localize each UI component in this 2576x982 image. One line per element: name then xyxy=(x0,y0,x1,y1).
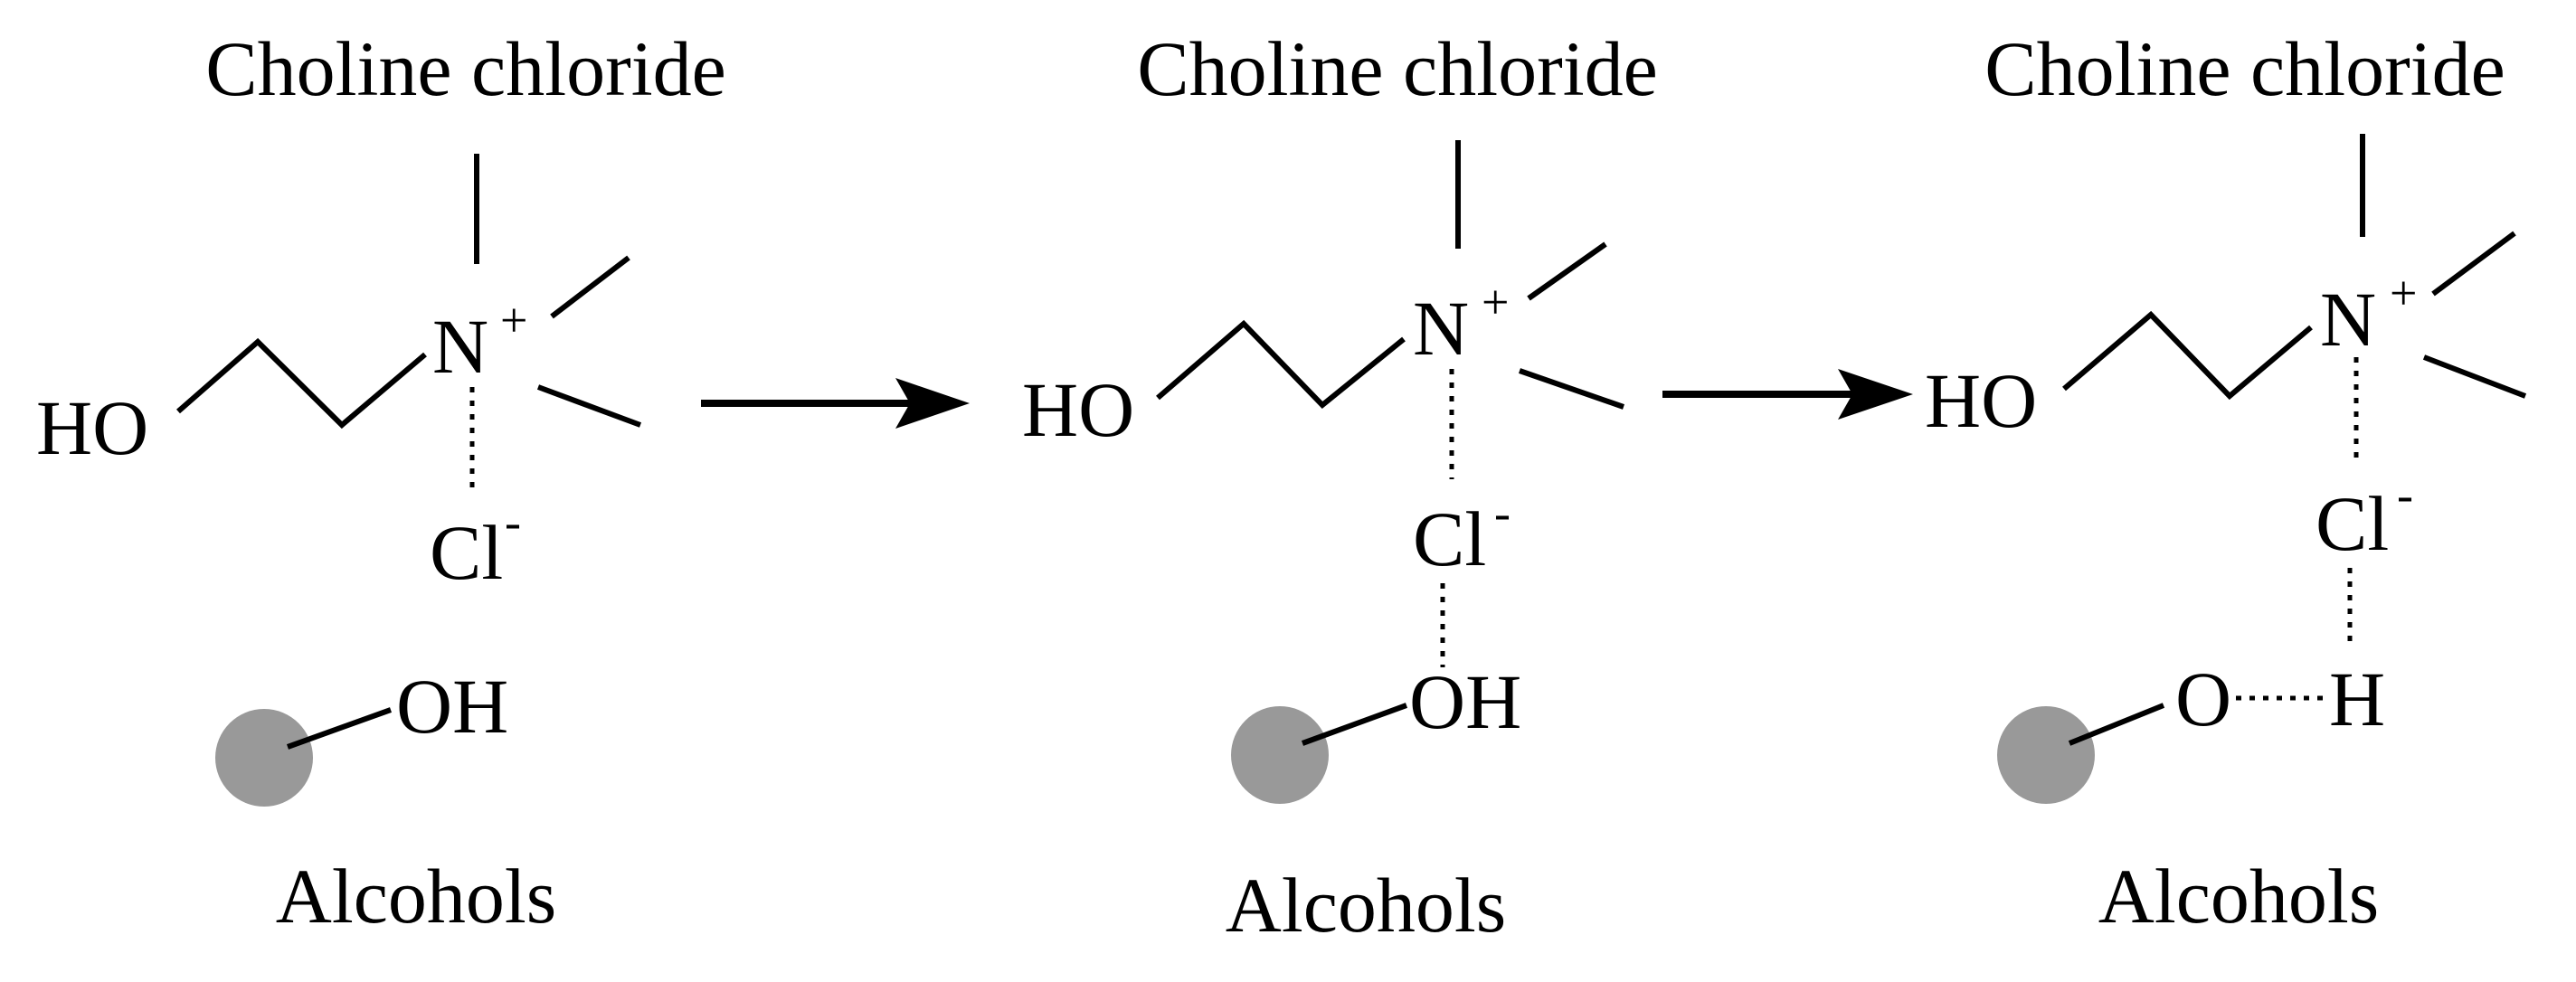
panel-3-nitrogen-charge: + xyxy=(2390,266,2417,320)
panel-1-title: Choline chloride xyxy=(205,25,726,112)
panel-2-methyl-bond-upper-right xyxy=(1527,241,1607,301)
panel-1-footer: Alcohols xyxy=(276,853,557,940)
panel-2-title: Choline chloride xyxy=(1137,25,1658,112)
panel-1-chloride-label: Cl xyxy=(430,509,503,596)
panel-2-alcohol-bond xyxy=(1301,703,1408,746)
panel-3-alcohol-bond xyxy=(2068,703,2165,746)
arrow-2-head xyxy=(1838,369,1913,420)
panel-1: Choline chloride HO N + Cl - OH Alcohols xyxy=(36,25,726,940)
panel-3-methyl-bond-lower-right xyxy=(2422,354,2527,399)
panel-1-alcohol-bond xyxy=(286,707,393,750)
arrow-1-head xyxy=(895,378,970,429)
panel-1-hydroxyl-label: HO xyxy=(36,384,148,471)
panel-3-chloride-charge: - xyxy=(2397,467,2413,522)
panel-1-alcohol-oh-label: OH xyxy=(396,663,508,750)
panel-2-alcohol-oh-label: OH xyxy=(1409,658,1521,745)
panel-1-chloride-charge: - xyxy=(505,495,521,549)
panel-1-alcohol-sphere xyxy=(215,709,313,807)
panel-2-hydroxyl-label: HO xyxy=(1022,366,1134,453)
panel-3-alcohol-oxygen-label: O xyxy=(2175,656,2231,742)
panel-2: Choline chloride HO N + Cl - OH Alcohols xyxy=(1022,25,1658,949)
panel-3-ethyl-chain xyxy=(2062,310,2313,401)
panel-3-alcohol-sphere xyxy=(1997,706,2095,804)
panel-1-ethyl-chain xyxy=(176,337,427,430)
panel-2-chloride-label: Cl xyxy=(1413,496,1486,582)
panel-3-chloride-label: Cl xyxy=(2316,480,2389,567)
panel-2-ethyl-chain xyxy=(1156,319,1406,410)
panel-3-alcohol-hydrogen-label: H xyxy=(2329,656,2385,742)
panel-3-hydroxyl-label: HO xyxy=(1925,357,2037,444)
panel-1-methyl-bond-upper-right xyxy=(550,255,630,319)
panel-2-nitrogen-charge: + xyxy=(1482,275,1509,329)
panel-2-methyl-bond-lower-right xyxy=(1519,368,1624,410)
panel-2-alcohol-sphere xyxy=(1231,706,1329,804)
panel-3: Choline chloride HO N + Cl - O H Alcohol… xyxy=(1925,25,2527,940)
panel-1-methyl-bond-lower-right xyxy=(536,384,642,428)
reaction-arrow-2 xyxy=(1662,369,1913,420)
panel-2-footer: Alcohols xyxy=(1226,862,1507,949)
panel-3-methyl-bond-upper-right xyxy=(2431,231,2516,297)
panel-3-title: Choline chloride xyxy=(1984,25,2505,112)
panel-3-nitrogen-label: N xyxy=(2320,276,2376,363)
panel-1-nitrogen-charge: + xyxy=(500,293,527,347)
panel-3-footer: Alcohols xyxy=(2098,853,2380,940)
panel-1-nitrogen-label: N xyxy=(432,303,488,390)
panel-2-chloride-charge: - xyxy=(1494,486,1511,540)
panel-2-nitrogen-label: N xyxy=(1413,285,1469,372)
reaction-arrow-1 xyxy=(701,378,970,429)
